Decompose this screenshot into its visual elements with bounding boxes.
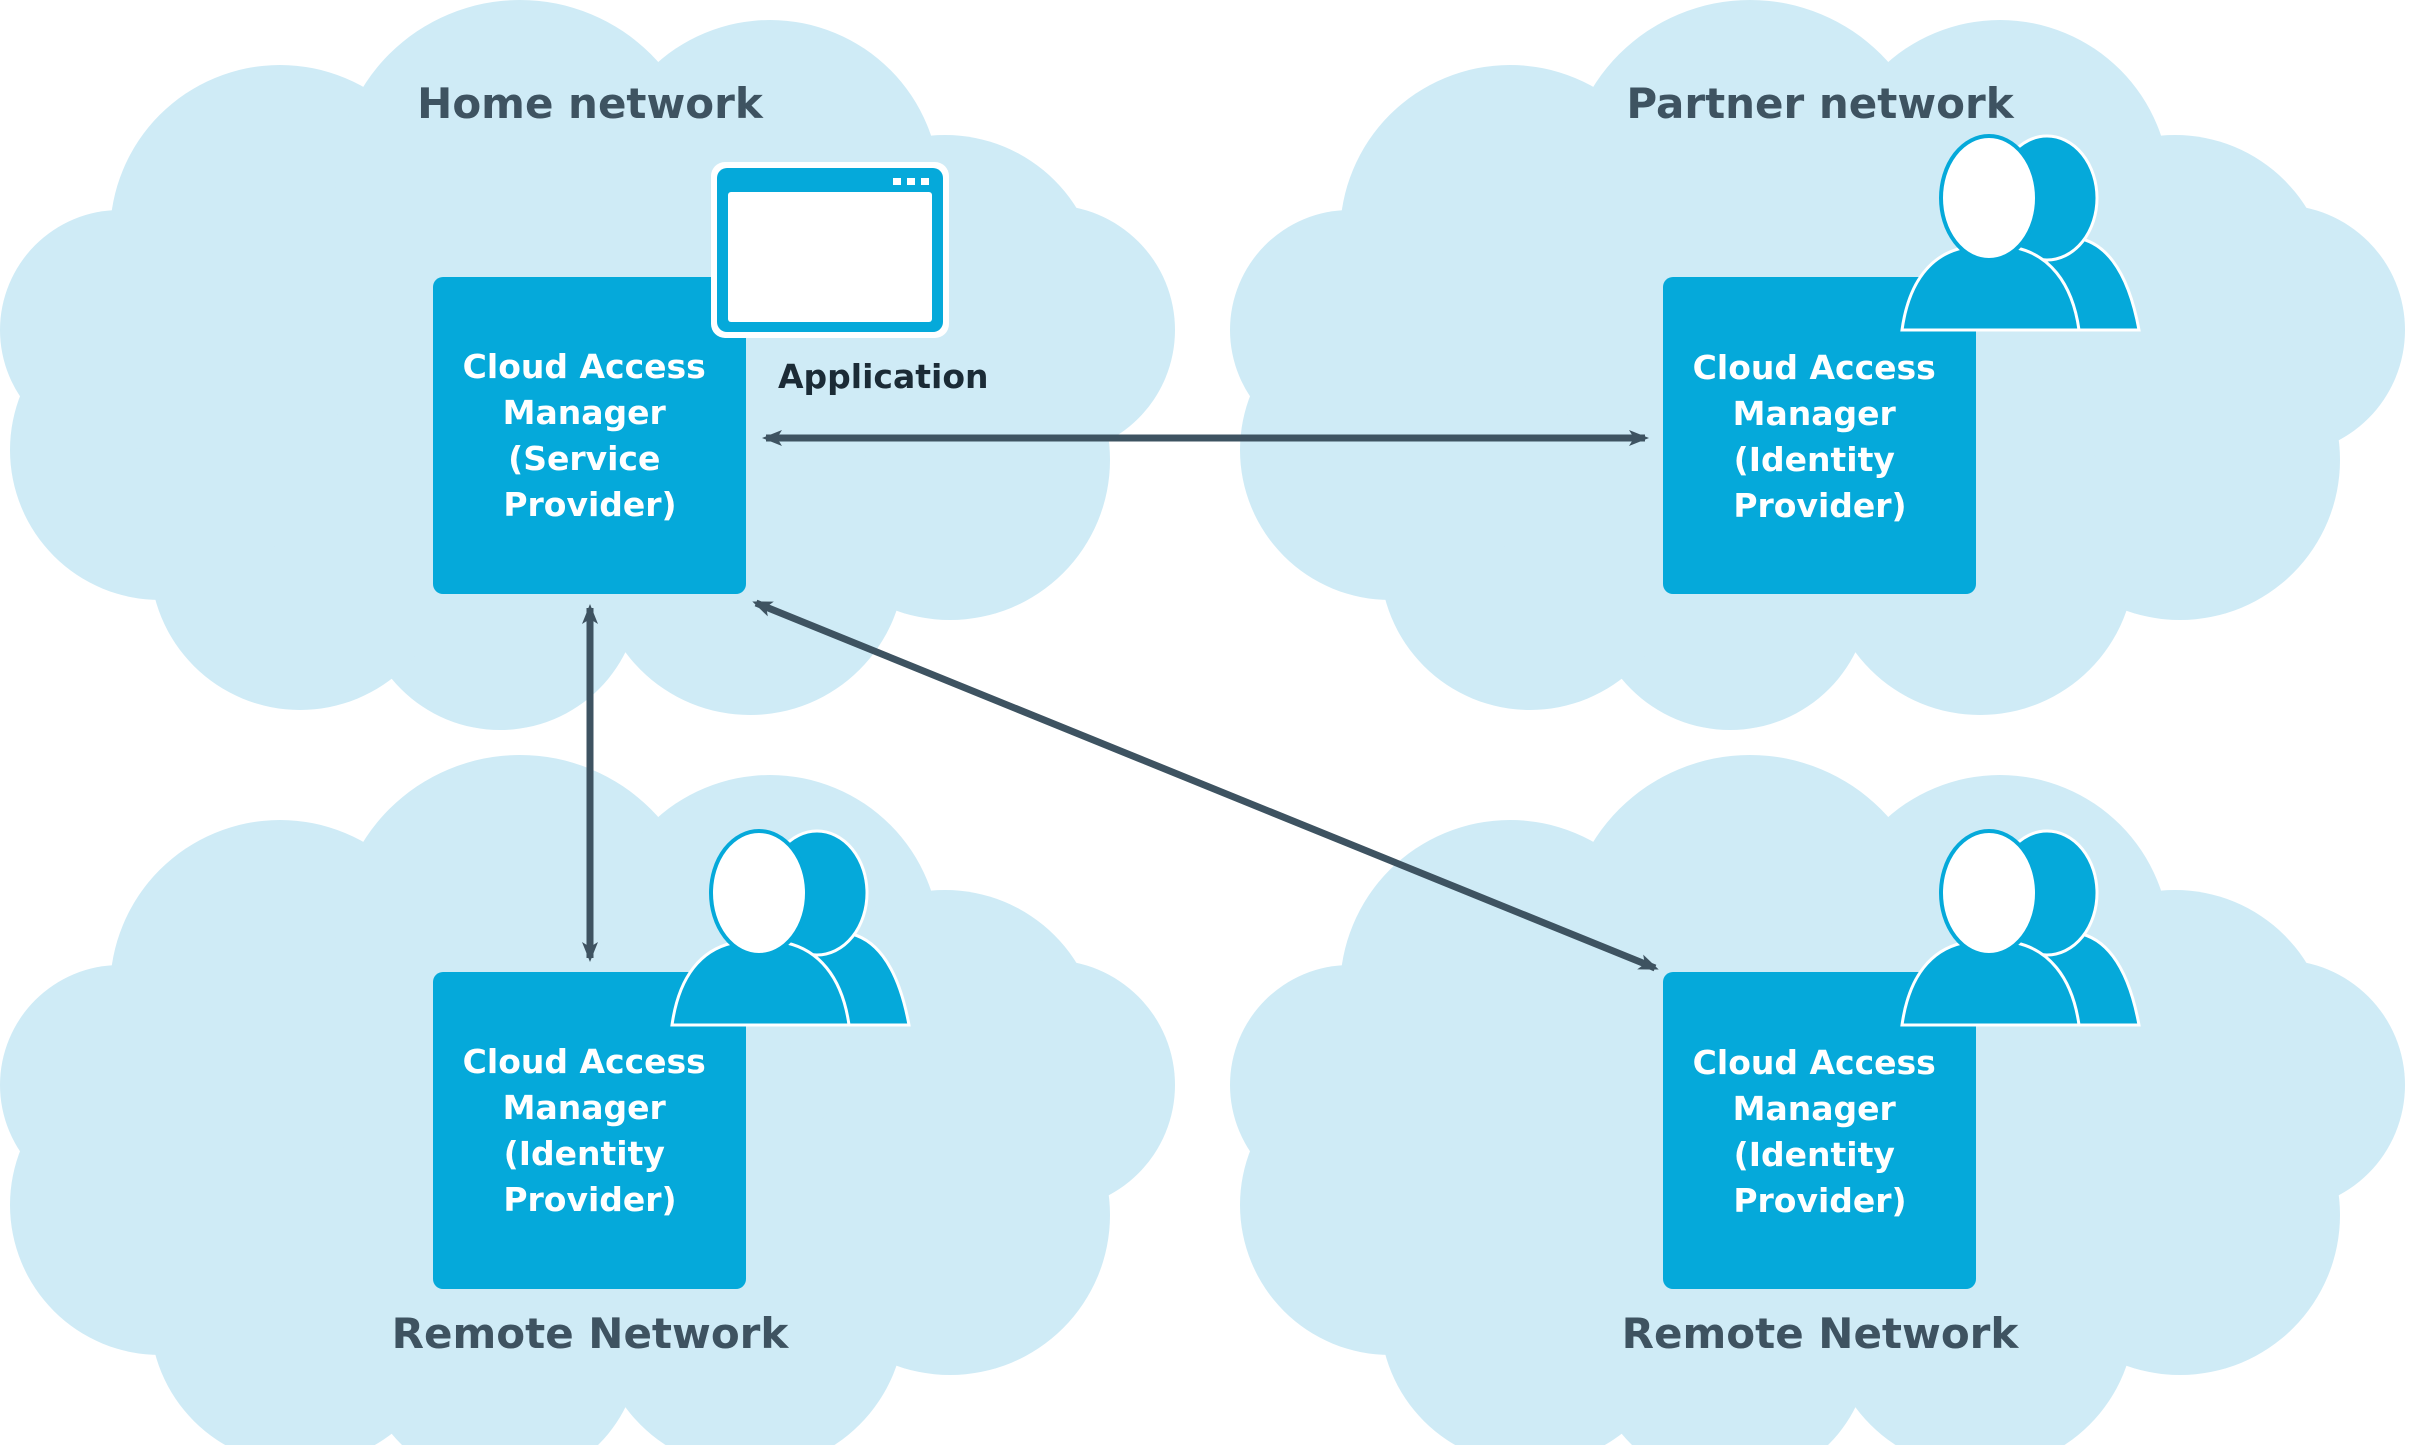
box-line-4: Provider) [1733, 486, 1906, 525]
partner-network-title: Partner network [1626, 79, 2014, 128]
box-line-1: Cloud Access [463, 347, 706, 386]
box-label: Cloud Access Manager (Identity Provider) [1693, 348, 1948, 525]
box-label: Cloud Access Manager (Service Provider) [463, 347, 718, 524]
box-label: Cloud Access Manager (Identity Provider) [463, 1042, 718, 1219]
box-line-3: (Identity [1734, 1135, 1895, 1174]
box-line-1: Cloud Access [1693, 348, 1936, 387]
application-window-icon [711, 162, 949, 338]
cam-identity-provider-partner-box: Cloud Access Manager (Identity Provider) [1663, 277, 1976, 594]
home-network-title: Home network [417, 79, 764, 128]
box-line-2: Manager [1733, 394, 1897, 433]
box-line-2: Manager [1733, 1089, 1897, 1128]
box-label: Cloud Access Manager (Identity Provider) [1693, 1043, 1948, 1220]
cam-service-provider-box: Cloud Access Manager (Service Provider) [433, 277, 746, 594]
box-line-3: (Identity [1734, 440, 1895, 479]
box-line-4: Provider) [503, 1180, 676, 1219]
box-line-3: (Service [508, 439, 660, 478]
box-line-3: (Identity [504, 1134, 665, 1173]
box-line-2: Manager [503, 393, 667, 432]
cam-identity-provider-remote-right-box: Cloud Access Manager (Identity Provider) [1663, 972, 1976, 1289]
arrow-home-remote-right [752, 599, 1659, 972]
application-label: Application [778, 357, 989, 396]
remote-network-left-title: Remote Network [392, 1309, 790, 1358]
box-line-1: Cloud Access [1693, 1043, 1936, 1082]
cam-identity-provider-remote-left-box: Cloud Access Manager (Identity Provider) [433, 972, 746, 1289]
box-line-4: Provider) [503, 485, 676, 524]
box-line-4: Provider) [1733, 1181, 1906, 1220]
remote-network-right-title: Remote Network [1622, 1309, 2020, 1358]
box-line-2: Manager [503, 1088, 667, 1127]
box-line-1: Cloud Access [463, 1042, 706, 1081]
